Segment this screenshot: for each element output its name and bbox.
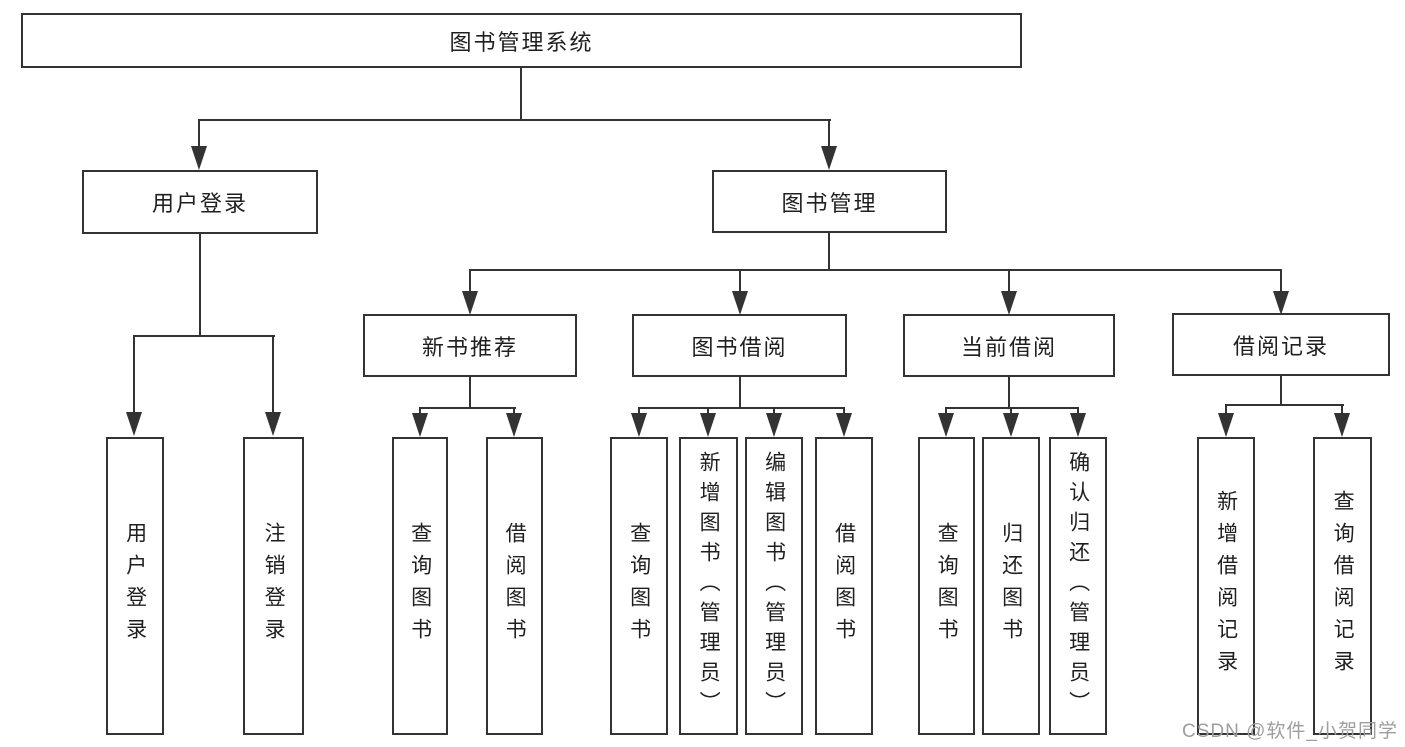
node-br-query-record: 查询借阅记录 bbox=[1313, 437, 1372, 735]
arrowhead-bb-edit bbox=[766, 413, 782, 437]
connector-bm-stem-4 bbox=[1280, 269, 1282, 294]
connector-bb-bar bbox=[638, 407, 845, 409]
connector-bb-stem-4 bbox=[843, 407, 845, 416]
node-bb-borrow-books: 借阅图书 bbox=[815, 437, 873, 735]
arrowhead-bb-add bbox=[700, 413, 716, 437]
watermark: CSDN @软件_小贺同学 bbox=[1182, 721, 1398, 742]
node-bb-query-books: 查询图书 bbox=[610, 437, 668, 735]
connector-l1-right-stem bbox=[828, 119, 830, 149]
connector-cb-stem bbox=[1008, 376, 1010, 409]
connector-root-stem bbox=[520, 67, 522, 120]
connector-ul-stem bbox=[199, 233, 201, 336]
arrowhead-current-borrow bbox=[1001, 291, 1017, 315]
connector-ul-bar bbox=[133, 335, 275, 337]
connector-cb-stem-3 bbox=[1077, 407, 1079, 416]
connector-bb-stem-3 bbox=[773, 407, 775, 416]
connector-nb-stem-1 bbox=[419, 407, 421, 416]
arrowhead-nb-borrow bbox=[506, 413, 522, 437]
node-br-add-record: 新增借阅记录 bbox=[1197, 437, 1255, 735]
arrowhead-book-management bbox=[821, 146, 837, 170]
connector-bm-stem bbox=[828, 232, 830, 271]
connector-l1-left-stem bbox=[198, 119, 200, 149]
arrowhead-bb-query bbox=[631, 413, 647, 437]
connector-br-bar bbox=[1225, 404, 1344, 406]
node-bb-edit-books-admin: 编辑图书（管理员） bbox=[745, 437, 803, 735]
arrowhead-cb-confirm bbox=[1070, 413, 1086, 437]
arrowhead-logout bbox=[265, 412, 281, 436]
connector-bm-stem-2 bbox=[739, 269, 741, 294]
node-login: 用户登录 bbox=[106, 437, 164, 735]
connector-bb-stem bbox=[739, 376, 741, 409]
node-cb-confirm-return-admin: 确认归还（管理员） bbox=[1049, 437, 1107, 735]
connector-bb-stem-2 bbox=[707, 407, 709, 416]
arrowhead-br-add bbox=[1218, 413, 1234, 437]
connector-cb-bar bbox=[945, 407, 1079, 409]
connector-br-stem-2 bbox=[1341, 404, 1343, 416]
connector-l1-bar bbox=[198, 119, 831, 121]
connector-cb-stem-2 bbox=[1010, 407, 1012, 416]
arrowhead-nb-query bbox=[412, 413, 428, 437]
arrowhead-br-query bbox=[1334, 413, 1350, 437]
connector-bm-stem-3 bbox=[1008, 269, 1010, 294]
node-library-system: 图书管理系统 bbox=[21, 13, 1022, 68]
connector-nb-stem bbox=[469, 376, 471, 409]
arrowhead-login bbox=[126, 412, 142, 436]
connector-cb-stem-1 bbox=[945, 407, 947, 416]
node-cb-return-books: 归还图书 bbox=[982, 437, 1040, 735]
node-book-management: 图书管理 bbox=[712, 170, 947, 233]
connector-br-stem bbox=[1280, 375, 1282, 406]
connector-ul-left-stem bbox=[133, 335, 135, 415]
node-nb-query-books: 查询图书 bbox=[392, 437, 448, 735]
node-new-book-recommend: 新书推荐 bbox=[363, 314, 577, 377]
connector-ul-right-stem bbox=[272, 335, 274, 415]
node-cb-query-books: 查询图书 bbox=[918, 437, 975, 735]
connector-bm-stem-1 bbox=[469, 269, 471, 294]
node-current-borrow: 当前借阅 bbox=[903, 314, 1115, 377]
node-bb-add-books-admin: 新增图书（管理员） bbox=[679, 437, 738, 735]
connector-bm-bar bbox=[469, 269, 1281, 271]
arrowhead-book-borrow bbox=[732, 291, 748, 315]
arrowhead-user-login bbox=[191, 146, 207, 170]
arrowhead-cb-query bbox=[938, 413, 954, 437]
node-nb-borrow-books: 借阅图书 bbox=[486, 437, 543, 735]
arrowhead-new-book bbox=[462, 291, 478, 315]
connector-nb-stem-2 bbox=[513, 407, 515, 416]
node-borrow-records: 借阅记录 bbox=[1172, 313, 1390, 376]
node-user-login: 用户登录 bbox=[82, 170, 318, 234]
connector-nb-bar bbox=[419, 407, 516, 409]
node-book-borrow: 图书借阅 bbox=[632, 314, 847, 377]
connector-bb-stem-1 bbox=[638, 407, 640, 416]
arrowhead-bb-borrow bbox=[836, 413, 852, 437]
arrowhead-borrow-records bbox=[1273, 291, 1289, 315]
node-logout: 注销登录 bbox=[243, 437, 304, 735]
connector-br-stem-1 bbox=[1225, 404, 1227, 416]
arrowhead-cb-return bbox=[1003, 413, 1019, 437]
